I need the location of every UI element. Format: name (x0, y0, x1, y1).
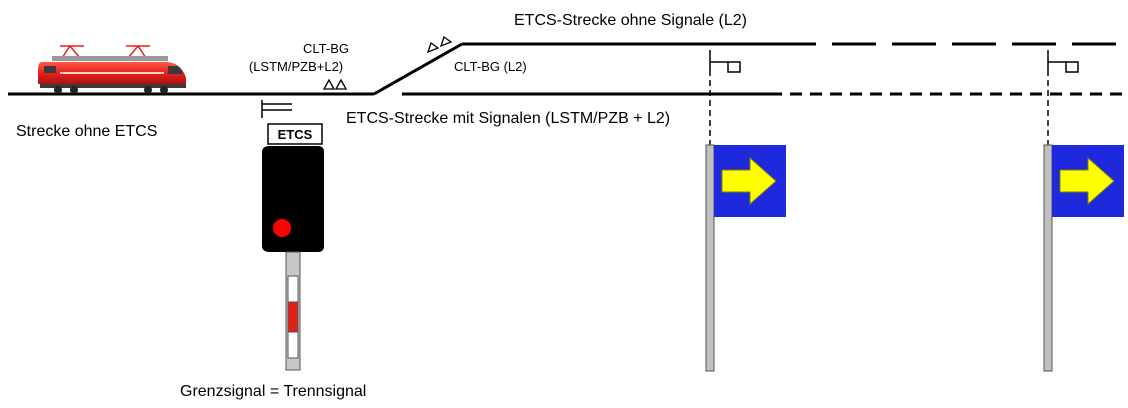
label-clt-bg-left-line1: CLT-BG (303, 41, 349, 56)
signal-lamp-red (273, 219, 291, 237)
label-clt-bg-left-line2: (LSTM/PZB+L2) (249, 59, 343, 74)
label-line-without-etcs: Strecke ohne ETCS (16, 123, 157, 140)
post-white-top (287, 275, 299, 303)
balise-group-ramp (426, 35, 453, 54)
boundary-signal: ETCS (261, 100, 324, 371)
etcs-sign (267, 123, 323, 145)
balise-triangle-icon (426, 41, 440, 54)
marker-board-symbol (261, 100, 292, 118)
marker-board-1 (705, 50, 786, 372)
etcs-stop-marker-board-icon (709, 50, 741, 73)
mast-2 (1043, 144, 1053, 372)
label-line-with-signals: ETCS-Strecke mit Signalen (LSTM/PZB + L2… (346, 110, 670, 127)
label-line-without-signals: ETCS-Strecke ohne Signale (L2) (514, 12, 747, 29)
mast-1 (705, 144, 715, 372)
tracks (8, 42, 1122, 96)
post-white-bottom (287, 331, 299, 359)
balise-group-left (322, 78, 348, 90)
balise-triangle-icon (322, 78, 336, 90)
label-clt-bg-right: CLT-BG (L2) (454, 59, 527, 74)
arrow-right-icon (1059, 156, 1115, 206)
etcs-sign-label: ETCS (278, 127, 313, 142)
label-boundary-signal: Grenzsignal = Trennsignal (180, 383, 366, 400)
electric-locomotive-icon (38, 44, 186, 94)
post-red-stripe (287, 301, 299, 333)
etcs-stop-marker-board-icon (1047, 50, 1079, 73)
track-ramp (373, 42, 463, 96)
arrow-right-icon (721, 156, 777, 206)
marker-board-2 (1043, 50, 1124, 372)
balise-triangle-icon (439, 35, 453, 48)
balise-triangle-icon (334, 78, 348, 90)
signal-head (262, 146, 324, 252)
